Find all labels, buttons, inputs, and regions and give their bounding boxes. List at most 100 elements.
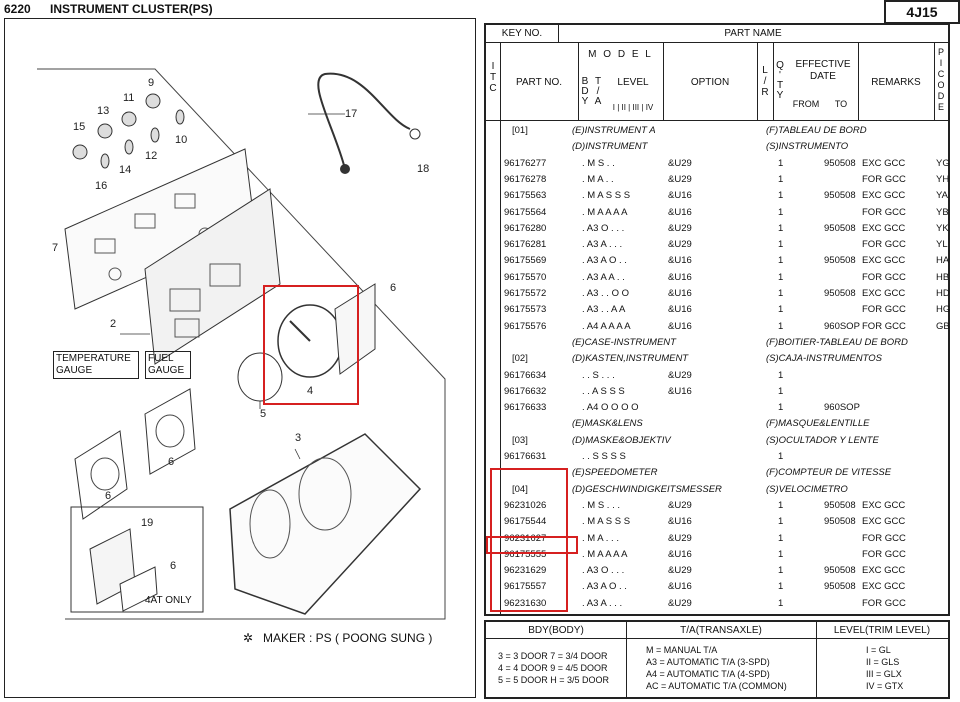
row-name-left: (D)MASKE&OBJEKTIV bbox=[572, 434, 671, 446]
row-remark: FOR GCC bbox=[862, 173, 906, 185]
row-option: &U29 bbox=[668, 239, 692, 251]
row-model-codes: . A3 A . . . bbox=[582, 597, 623, 609]
svg-text:11: 11 bbox=[123, 92, 134, 104]
row-model-codes: . M A S S S bbox=[582, 190, 631, 202]
maker-symbol: ✲ bbox=[243, 631, 254, 645]
maker-note: MAKER : PS ( POONG SUNG ) bbox=[263, 631, 433, 645]
row-qty: 1 bbox=[778, 190, 784, 202]
to-header: TO bbox=[834, 99, 848, 109]
row-option: &U16 bbox=[668, 516, 692, 528]
row-name-right: (F)TABLEAU DE BORD bbox=[766, 125, 867, 136]
row-part-no: 96176281 bbox=[504, 239, 547, 251]
row-qty: 1 bbox=[778, 157, 784, 169]
legend-level-header: LEVEL(TRIM LEVEL) bbox=[833, 625, 931, 636]
row-remark: EXC GCC bbox=[862, 516, 906, 528]
level-numbers: I | II | III | IV bbox=[612, 103, 654, 112]
row-part-no: 96175557 bbox=[504, 581, 547, 593]
ta-header: T/A bbox=[594, 76, 602, 107]
row-option: &U29 bbox=[668, 499, 692, 511]
row-name-right: (F)COMPTEUR DE VITESSE bbox=[766, 467, 892, 479]
row-option: &U16 bbox=[668, 255, 692, 267]
fuel-gauge-label: FUEL GAUGE bbox=[145, 351, 191, 379]
row-option: &U29 bbox=[668, 222, 692, 234]
row-remark: FOR GCC bbox=[862, 206, 906, 218]
row-option: &U16 bbox=[668, 304, 692, 316]
row-option: &U16 bbox=[668, 190, 692, 202]
diagram-svg: 9 11 13 15 17 18 10 12 14 16 7 2 6 4 5 3… bbox=[37, 68, 446, 620]
row-remark: FOR GCC bbox=[862, 548, 906, 560]
row-qty: 1 bbox=[778, 304, 784, 316]
svg-text:5: 5 bbox=[260, 408, 266, 420]
row-option: &U29 bbox=[668, 597, 692, 609]
row-from: 950508 bbox=[824, 581, 856, 593]
row-remark: EXC GCC bbox=[862, 565, 906, 577]
row-key: [01] bbox=[512, 125, 528, 136]
row-model-codes: . M S . . bbox=[582, 157, 615, 169]
svg-text:2: 2 bbox=[110, 318, 116, 330]
table-row: (D)INSTRUMENT(S)INSTRUMENTO bbox=[486, 139, 948, 155]
svg-text:14: 14 bbox=[119, 164, 131, 176]
row-part-no: 96175572 bbox=[504, 288, 547, 299]
row-part-no: 96176280 bbox=[504, 222, 547, 234]
row-picode: YK bbox=[936, 222, 949, 234]
row-name-left: (E)MASK&LENS bbox=[572, 418, 643, 430]
row-qty: 1 bbox=[778, 499, 784, 511]
row-from: 960SOP bbox=[824, 402, 860, 414]
temperature-gauge-label: TEMPERATURE GAUGE bbox=[53, 351, 139, 379]
row-name-left: (D)GESCHWINDIGKEITSMESSER bbox=[572, 483, 722, 495]
row-part-no: 96231630 bbox=[504, 597, 547, 609]
row-part-no: 96231627 bbox=[504, 532, 547, 544]
row-model-codes: . A3 O . . . bbox=[582, 565, 625, 577]
row-option: &U29 bbox=[668, 565, 692, 577]
row-picode: YG bbox=[936, 157, 950, 169]
svg-text:6: 6 bbox=[170, 560, 176, 572]
row-name-left: (D)INSTRUMENT bbox=[572, 141, 648, 153]
row-part-no: 96176634 bbox=[504, 369, 547, 381]
row-model-codes: . A3 A . . . bbox=[582, 239, 623, 251]
row-part-no: 96175544 bbox=[504, 516, 547, 528]
row-from: 950508 bbox=[824, 255, 856, 267]
row-part-no: 96231629 bbox=[504, 565, 547, 577]
row-name-left: (E)SPEEDOMETER bbox=[572, 467, 658, 479]
row-qty: 1 bbox=[778, 239, 784, 251]
row-qty: 1 bbox=[778, 597, 784, 609]
row-qty: 1 bbox=[778, 402, 784, 414]
row-model-codes: . . S . . . bbox=[582, 369, 615, 381]
row-option: &U16 bbox=[668, 385, 692, 397]
row-part-no: 96175563 bbox=[504, 190, 547, 202]
row-model-codes: . A3 O . . . bbox=[582, 222, 625, 234]
row-remark: EXC GCC bbox=[862, 222, 906, 234]
key-no-header: KEY NO. bbox=[501, 28, 543, 39]
row-qty: 1 bbox=[778, 565, 784, 577]
row-model-codes: . A4 O O O O bbox=[582, 402, 639, 414]
svg-text:10: 10 bbox=[175, 134, 187, 146]
row-from: 950508 bbox=[824, 222, 856, 234]
row-model-codes: . A4 A A A A bbox=[582, 320, 631, 332]
row-name-right: (F)BOITIER-TABLEAU DE BORD bbox=[766, 336, 908, 348]
row-part-no: 96176631 bbox=[504, 451, 547, 462]
table-row: (E)SPEEDOMETER (F)COMPTEUR DE VITESSE bbox=[486, 465, 948, 481]
row-qty: 1 bbox=[778, 173, 784, 185]
row-part-no: 96231026 bbox=[504, 499, 547, 511]
row-model-codes: . A3 A O . . bbox=[582, 255, 627, 267]
svg-text:18: 18 bbox=[417, 163, 429, 175]
row-option: &U29 bbox=[668, 532, 692, 544]
row-model-codes: . A3 . . A A bbox=[582, 304, 626, 316]
row-part-no: 96175573 bbox=[504, 304, 547, 316]
row-name-left: (E)INSTRUMENT A bbox=[572, 125, 656, 136]
svg-text:19: 19 bbox=[141, 517, 153, 529]
row-part-no: 96175576 bbox=[504, 320, 547, 332]
